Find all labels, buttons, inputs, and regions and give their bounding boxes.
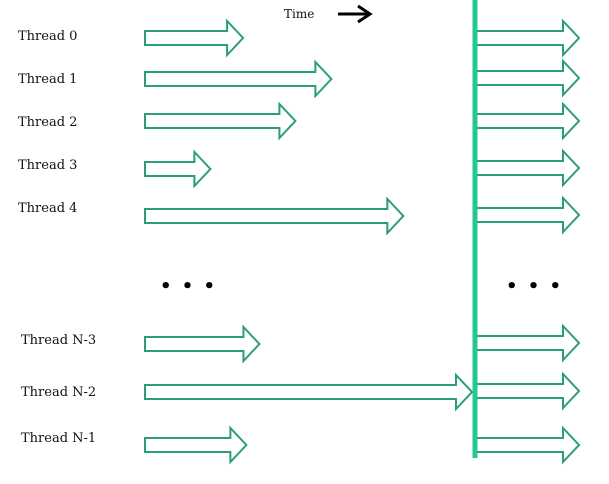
thread-label: Thread 1 bbox=[18, 72, 77, 87]
post-barrier-arrows bbox=[475, 18, 581, 465]
work-arrow bbox=[144, 59, 333, 99]
thread-labels: Thread 0 Thread 1 Thread 2 Thread 3 Thread 4… bbox=[18, 29, 96, 446]
thread-label: Thread 2 bbox=[18, 115, 77, 130]
post-barrier-arrow bbox=[475, 18, 581, 58]
work-arrow bbox=[144, 196, 405, 236]
post-barrier-arrow bbox=[475, 195, 581, 235]
ellipsis-left: • • • bbox=[160, 276, 217, 297]
work-arrows bbox=[144, 18, 474, 465]
work-arrow bbox=[144, 324, 261, 364]
thread-label: Thread 0 bbox=[18, 29, 77, 44]
thread-label: Thread 4 bbox=[18, 201, 77, 216]
thread-label: Thread 3 bbox=[18, 158, 77, 173]
thread-label: Thread N-2 bbox=[21, 385, 96, 400]
work-arrow bbox=[144, 101, 297, 141]
thread-label: Thread N-3 bbox=[21, 333, 96, 348]
post-barrier-arrow bbox=[475, 425, 581, 465]
work-arrow bbox=[144, 372, 474, 412]
thread-label: Thread N-1 bbox=[21, 431, 96, 446]
work-arrow bbox=[144, 425, 248, 465]
post-barrier-arrow bbox=[475, 148, 581, 188]
work-arrow bbox=[144, 149, 212, 189]
ellipsis-right: • • • bbox=[506, 276, 563, 297]
time-label: Time bbox=[284, 7, 314, 21]
time-arrow-icon bbox=[338, 4, 373, 24]
post-barrier-arrow bbox=[475, 323, 581, 363]
post-barrier-arrow bbox=[475, 371, 581, 411]
post-barrier-arrow bbox=[475, 101, 581, 141]
post-barrier-arrow bbox=[475, 58, 581, 98]
work-arrow bbox=[144, 18, 245, 58]
